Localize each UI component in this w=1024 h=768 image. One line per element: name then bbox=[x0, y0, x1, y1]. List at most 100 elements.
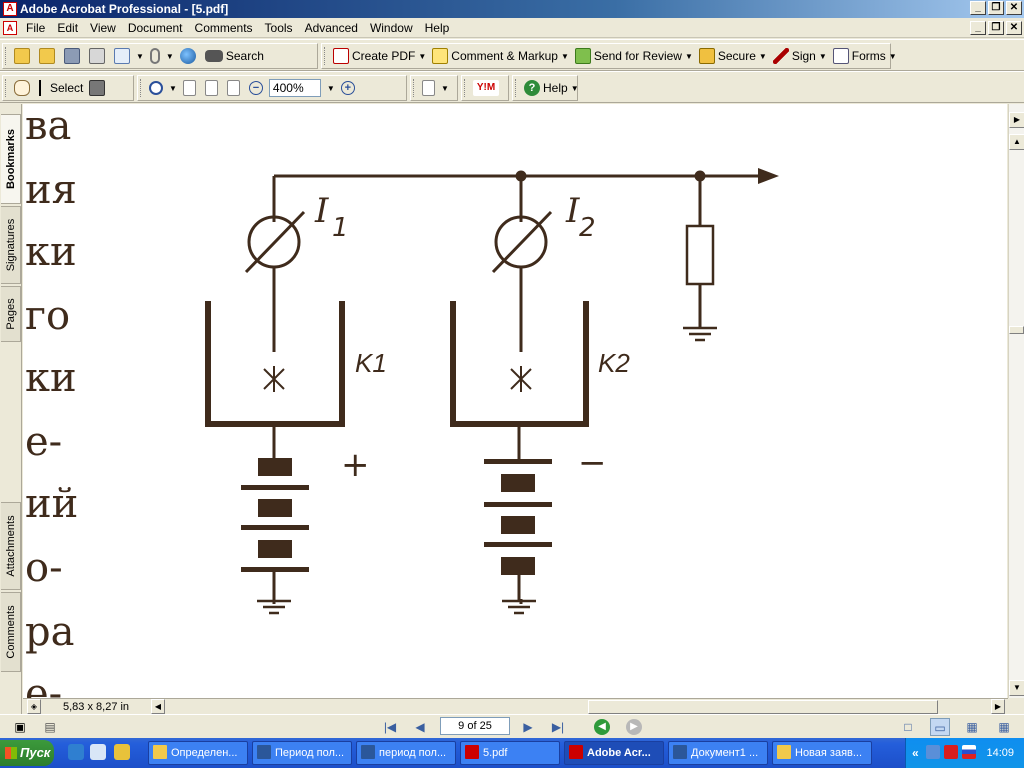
secure-button[interactable]: Secure▼ bbox=[696, 45, 770, 67]
scroll-up-arrow-icon[interactable]: ▲ bbox=[1009, 134, 1024, 150]
zoom-tool-button[interactable]: ▼ bbox=[146, 77, 180, 99]
close-button[interactable]: ✕ bbox=[1006, 1, 1022, 15]
start-button[interactable]: Пуск bbox=[0, 740, 54, 766]
restore-button[interactable]: ❐ bbox=[988, 1, 1004, 15]
go-forward-button[interactable]: ▶ bbox=[626, 719, 642, 735]
comment-markup-button[interactable]: Comment & Markup▼ bbox=[429, 45, 572, 67]
last-page-button[interactable]: ▶| bbox=[551, 720, 565, 734]
menu-tools[interactable]: Tools bbox=[264, 21, 293, 35]
rotate-button[interactable]: ▼ bbox=[419, 77, 452, 99]
task-acrobat[interactable]: Adobe Acr... bbox=[564, 741, 664, 765]
sign-button[interactable]: Sign▼ bbox=[770, 45, 830, 67]
tab-bookmarks[interactable]: Bookmarks bbox=[1, 114, 21, 204]
task-folder-2[interactable]: Новая заяв... bbox=[772, 741, 872, 765]
task-pdf[interactable]: 5.pdf bbox=[460, 741, 560, 765]
previous-page-button[interactable]: ◀ bbox=[415, 720, 425, 734]
zoom-dropdown-button[interactable]: ▼ bbox=[321, 77, 338, 99]
scroll-right-arrow-icon[interactable]: ▶ bbox=[1009, 112, 1024, 128]
first-page-button[interactable]: |◀ bbox=[383, 720, 397, 734]
page-number-input[interactable]: 9 of 25 bbox=[440, 717, 510, 735]
split-handle-icon[interactable]: ◈ bbox=[27, 699, 41, 714]
toolbar-grip[interactable] bbox=[464, 79, 467, 97]
clock[interactable]: 14:09 bbox=[986, 747, 1014, 759]
next-page-button[interactable]: ▶ bbox=[523, 720, 533, 734]
language-ru-icon[interactable] bbox=[962, 745, 976, 759]
task-folder-1[interactable]: Определен... bbox=[148, 741, 248, 765]
snapshot-button[interactable] bbox=[86, 77, 111, 99]
save-button[interactable] bbox=[61, 45, 86, 67]
label-current-1: I bbox=[314, 191, 329, 231]
network-icon[interactable] bbox=[926, 745, 940, 759]
menu-file[interactable]: File bbox=[26, 21, 46, 35]
tab-comments[interactable]: Comments bbox=[1, 592, 21, 672]
zoom-out-button[interactable]: − bbox=[246, 77, 269, 99]
vertical-scrollbar[interactable]: ▶ ▲ ▼ bbox=[1008, 104, 1024, 698]
minimize-button[interactable]: _ bbox=[970, 1, 986, 15]
scroll-down-arrow-icon[interactable]: ▼ bbox=[1009, 680, 1024, 696]
document-properties-icon[interactable]: ▤ bbox=[44, 720, 56, 734]
quicklaunch-tool-icon[interactable] bbox=[114, 744, 130, 760]
send-review-button[interactable]: Send for Review▼ bbox=[572, 45, 696, 67]
toolbar-grip[interactable] bbox=[140, 79, 143, 97]
tab-signatures[interactable]: Signatures bbox=[1, 206, 21, 284]
menu-help[interactable]: Help bbox=[424, 21, 450, 35]
fit-page-button[interactable] bbox=[202, 77, 224, 99]
actual-size-button[interactable] bbox=[180, 77, 202, 99]
scroll-left-arrow-icon[interactable]: ◀ bbox=[151, 699, 165, 714]
toolbar-grip[interactable] bbox=[5, 47, 8, 65]
zoom-in-button[interactable]: + bbox=[338, 77, 361, 99]
toolbar-grip[interactable] bbox=[5, 79, 8, 97]
vertical-scroll-thumb[interactable] bbox=[1009, 326, 1024, 334]
horizontal-scroll-thumb[interactable] bbox=[588, 700, 938, 714]
menu-comments[interactable]: Comments bbox=[194, 21, 253, 35]
menu-view[interactable]: View bbox=[90, 21, 116, 35]
facing-view-icon[interactable]: ▦ bbox=[966, 720, 978, 734]
yahoo-messenger-button[interactable]: Y!M bbox=[470, 77, 505, 99]
web-button[interactable] bbox=[177, 45, 202, 67]
help-button[interactable]: ?Help▼ bbox=[521, 77, 582, 99]
email-button[interactable]: ▼ bbox=[111, 45, 147, 67]
organizer-icon bbox=[39, 48, 55, 64]
fit-width-button[interactable] bbox=[224, 77, 246, 99]
ground-3 bbox=[683, 326, 717, 342]
select-tool-button[interactable]: Select bbox=[36, 77, 86, 99]
continuous-facing-view-icon[interactable]: ▦ bbox=[998, 720, 1010, 734]
toggle-nav-pane-icon[interactable]: ▣ bbox=[14, 720, 26, 734]
menu-window[interactable]: Window bbox=[369, 21, 413, 35]
document-view[interactable]: ва ия ки го ки е- ий о- ра е- bbox=[23, 104, 1007, 698]
task-word-1[interactable]: Период пол... bbox=[252, 741, 352, 765]
hand-tool-button[interactable] bbox=[11, 77, 36, 99]
single-page-view-icon[interactable]: □ bbox=[904, 720, 912, 734]
menu-document[interactable]: Document bbox=[127, 21, 183, 35]
open-button[interactable] bbox=[11, 45, 36, 67]
scroll-right-end-arrow-icon[interactable]: ▶ bbox=[991, 699, 1005, 714]
print-button[interactable] bbox=[86, 45, 111, 67]
zoom-input[interactable]: 400% bbox=[268, 79, 321, 97]
attach-button[interactable]: ▼ bbox=[147, 45, 177, 67]
task-word-2[interactable]: период пол... bbox=[356, 741, 456, 765]
go-back-button[interactable]: ◀ bbox=[594, 719, 610, 735]
toolbar-grip[interactable] bbox=[515, 79, 518, 97]
task-word-3[interactable]: Документ1 ... bbox=[668, 741, 768, 765]
document-icon[interactable]: A bbox=[3, 21, 17, 35]
toolbar-grip[interactable] bbox=[324, 47, 327, 65]
organizer-button[interactable] bbox=[36, 45, 61, 67]
tab-attachments[interactable]: Attachments bbox=[1, 502, 21, 590]
menu-edit[interactable]: Edit bbox=[57, 21, 79, 35]
forms-button[interactable]: Forms▼ bbox=[830, 45, 900, 67]
continuous-view-icon[interactable]: ▭ bbox=[930, 718, 950, 736]
search-button[interactable]: Search bbox=[202, 45, 267, 67]
create-pdf-button[interactable]: Create PDF▼ bbox=[330, 45, 429, 67]
doc-close-button[interactable]: ✕ bbox=[1006, 21, 1022, 35]
ie-shortcut-icon[interactable] bbox=[90, 744, 106, 760]
tasks-toolbar: Create PDF▼ Comment & Markup▼ Send for R… bbox=[321, 43, 897, 69]
kaspersky-icon[interactable] bbox=[944, 745, 958, 759]
menu-advanced[interactable]: Advanced bbox=[304, 21, 358, 35]
tab-pages[interactable]: Pages bbox=[1, 286, 21, 342]
doc-minimize-button[interactable]: _ bbox=[970, 21, 986, 35]
doc-text-fragment: го bbox=[25, 293, 71, 339]
tray-expand-button[interactable]: « bbox=[912, 746, 919, 760]
doc-restore-button[interactable]: ❐ bbox=[988, 21, 1004, 35]
internet-explorer-icon[interactable] bbox=[68, 744, 84, 760]
toolbar-grip[interactable] bbox=[413, 79, 416, 97]
